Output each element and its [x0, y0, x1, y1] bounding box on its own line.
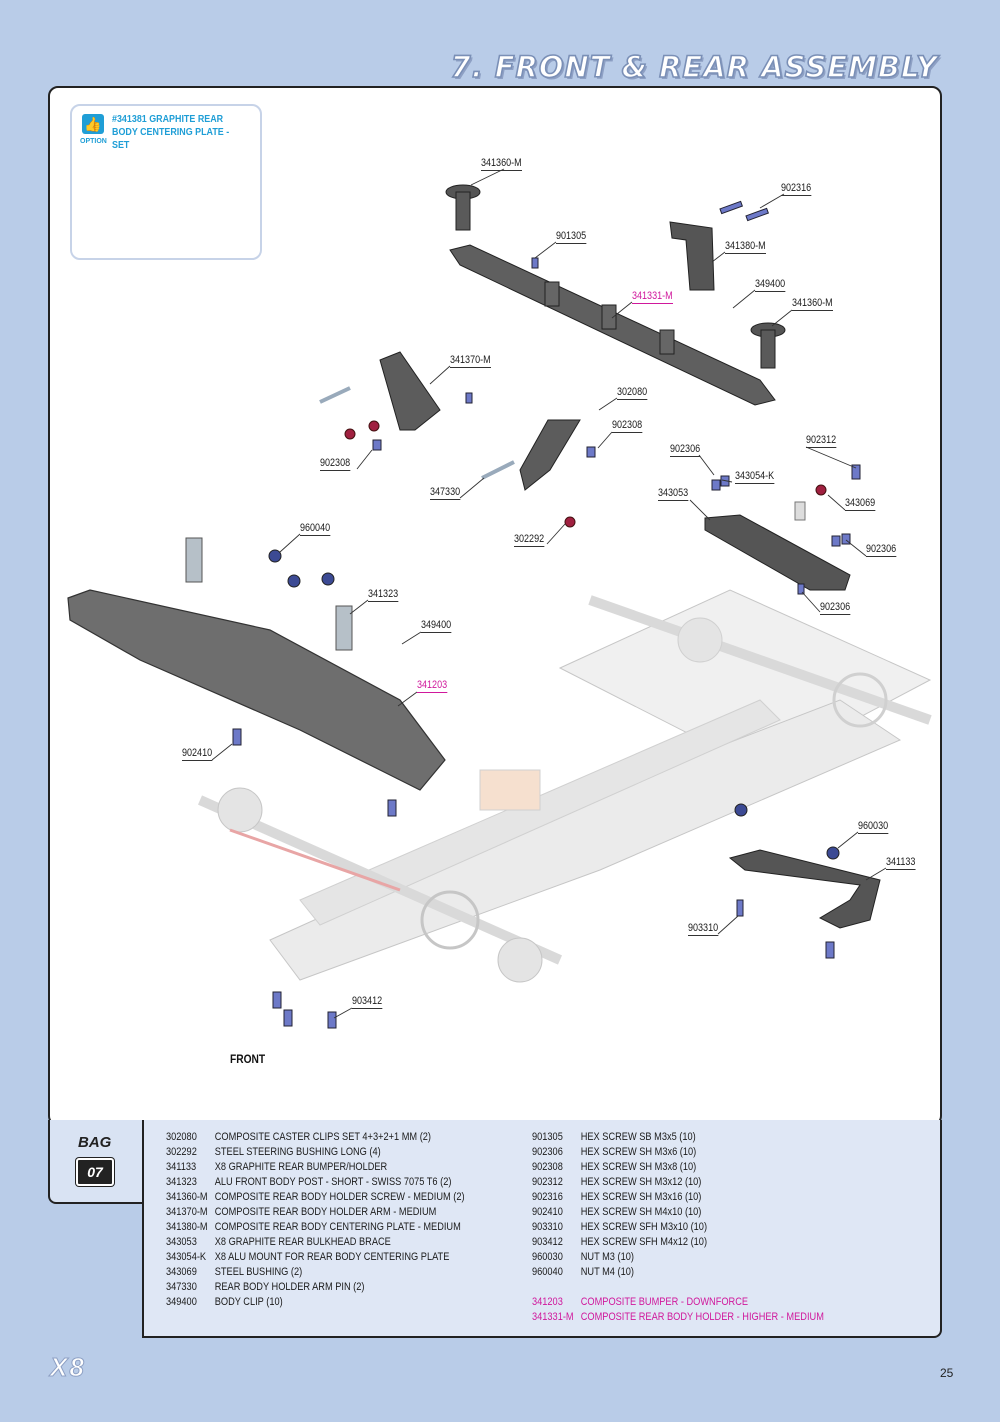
option-badge-label: OPTION: [80, 138, 107, 145]
callout-901305: 901305: [556, 230, 587, 244]
callout-902306: 902306: [670, 443, 701, 457]
thumbs-up-icon: 👍: [82, 114, 104, 134]
callout-902410: 902410: [182, 747, 213, 761]
callout-960030: 960030: [858, 820, 889, 834]
callout-341331m: 341331-M: [632, 290, 673, 304]
callout-349400: 349400: [421, 619, 452, 633]
callout-343053: 343053: [658, 487, 689, 501]
callout-902306: 902306: [866, 543, 897, 557]
callout-341360m: 341360-M: [792, 297, 833, 311]
callout-341360m: 341360-M: [481, 157, 522, 171]
callout-341133: 341133: [886, 856, 916, 870]
bag-tab: BAG 07: [48, 1120, 146, 1204]
x8-logo: X8: [50, 1352, 86, 1383]
callout-341380m: 341380-M: [725, 240, 766, 254]
bag-label: BAG: [78, 1134, 112, 1151]
callout-902308: 902308: [612, 419, 643, 433]
callout-341370m: 341370-M: [450, 354, 491, 368]
callout-343069: 343069: [845, 497, 876, 511]
option-description: #341381 GRAPHITE REAR BODY CENTERING PLA…: [112, 113, 230, 151]
callout-960040: 960040: [300, 522, 331, 536]
callout-902306: 902306: [820, 601, 851, 615]
option-box: 👍 OPTION #341381 GRAPHITE REAR BODY CENT…: [70, 104, 262, 260]
callout-903412: 903412: [352, 995, 383, 1009]
callout-903310: 903310: [688, 922, 719, 936]
callout-902312: 902312: [806, 434, 837, 448]
page-title: 7. FRONT & REAR ASSEMBLY: [450, 49, 938, 85]
callout-902316: 902316: [781, 182, 812, 196]
callout-347330: 347330: [430, 486, 461, 500]
part-row-spacer: [532, 1280, 824, 1295]
front-label: FRONT: [230, 1052, 266, 1066]
page-number: 25: [940, 1366, 954, 1380]
callout-341203: 341203: [417, 679, 448, 693]
callout-302080: 302080: [617, 386, 648, 400]
bag-number: 07: [76, 1158, 114, 1186]
callout-341323: 341323: [368, 588, 399, 602]
callout-349400: 349400: [755, 278, 786, 292]
callout-343054k: 343054-K: [735, 470, 775, 484]
callout-302292: 302292: [514, 533, 545, 547]
callout-902308: 902308: [320, 457, 351, 471]
